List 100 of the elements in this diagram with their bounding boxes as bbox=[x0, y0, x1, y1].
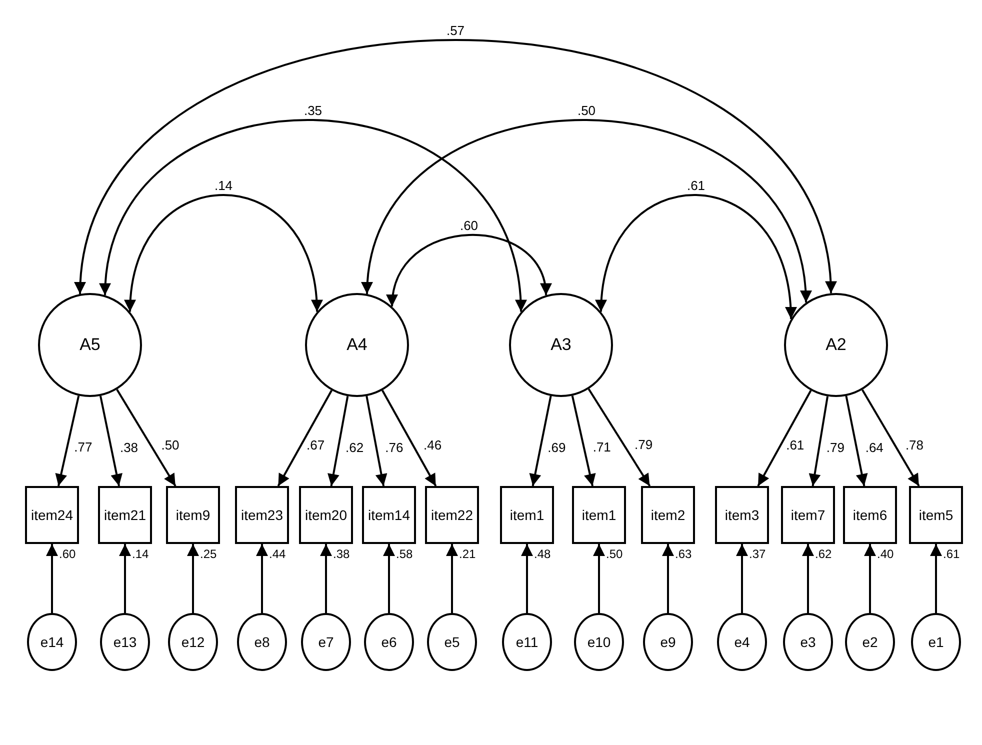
edge-label: .62 bbox=[346, 440, 364, 455]
error-variable-circle: e4 bbox=[717, 613, 767, 671]
arrow bbox=[256, 544, 268, 613]
error-variable-circle: e7 bbox=[301, 613, 351, 671]
squared-correlation-label: .61 bbox=[943, 547, 960, 561]
edge-label: .61 bbox=[686, 178, 706, 193]
arrow bbox=[100, 396, 122, 486]
arrow bbox=[116, 388, 176, 487]
edge-label: .79 bbox=[634, 437, 653, 452]
arrow bbox=[736, 544, 748, 613]
error-variable-circle: e13 bbox=[100, 613, 150, 671]
indicator-box: item9 bbox=[166, 486, 220, 544]
edge-label: .64 bbox=[865, 440, 884, 455]
squared-correlation-label: .62 bbox=[815, 547, 832, 561]
error-variable-circle: e12 bbox=[168, 613, 218, 671]
indicator-box: item21 bbox=[98, 486, 152, 544]
arrow bbox=[571, 396, 596, 486]
arrow bbox=[328, 396, 349, 486]
squared-correlation-label: .50 bbox=[606, 547, 623, 561]
arrow bbox=[366, 396, 388, 486]
error-variable-circle: e11 bbox=[502, 613, 552, 671]
arrow bbox=[864, 544, 876, 613]
indicator-box: item20 bbox=[299, 486, 353, 544]
edge-label: .50 bbox=[577, 103, 596, 118]
error-variable-circle: e5 bbox=[427, 613, 477, 671]
squared-correlation-label: .25 bbox=[200, 547, 217, 561]
indicator-box: item1 bbox=[500, 486, 554, 544]
squared-correlation-label: .60 bbox=[59, 547, 76, 561]
edge-label: .38 bbox=[120, 440, 138, 455]
error-variable-circle: e14 bbox=[27, 613, 77, 671]
squared-correlation-label: .44 bbox=[269, 547, 286, 561]
indicator-box: item7 bbox=[781, 486, 835, 544]
arrow bbox=[757, 390, 812, 486]
error-variable-circle: e9 bbox=[643, 613, 693, 671]
edge-label: .50 bbox=[161, 437, 180, 452]
double-headed-arrow bbox=[388, 234, 550, 307]
edge-label: .71 bbox=[592, 440, 611, 455]
arrow bbox=[446, 544, 458, 613]
indicator-box: item22 bbox=[425, 486, 479, 544]
arrow bbox=[55, 396, 80, 486]
arrow bbox=[277, 390, 332, 486]
error-variable-circle: e8 bbox=[237, 613, 287, 671]
squared-correlation-label: .48 bbox=[534, 547, 551, 561]
arrow bbox=[862, 389, 920, 486]
arrow bbox=[845, 396, 868, 486]
double-headed-arrow bbox=[100, 119, 526, 312]
arrow bbox=[662, 544, 674, 613]
error-variable-circle: e6 bbox=[364, 613, 414, 671]
squared-correlation-label: .38 bbox=[333, 547, 350, 561]
edge-label: .67 bbox=[306, 438, 325, 453]
edge-label: .69 bbox=[548, 440, 566, 455]
arrow bbox=[46, 544, 58, 613]
indicator-box: item2 bbox=[641, 486, 695, 544]
edge-label: .61 bbox=[786, 438, 804, 453]
edge-label: .79 bbox=[826, 440, 844, 455]
latent-variable-circle: A4 bbox=[305, 293, 409, 397]
edge-label: .78 bbox=[905, 437, 924, 452]
indicator-box: item1 bbox=[572, 486, 626, 544]
error-variable-circle: e2 bbox=[845, 613, 895, 671]
edge-label: .46 bbox=[424, 438, 442, 453]
latent-variable-circle: A3 bbox=[509, 293, 613, 397]
error-variable-circle: e3 bbox=[783, 613, 833, 671]
squared-correlation-label: .40 bbox=[877, 547, 894, 561]
latent-variable-circle: A5 bbox=[38, 293, 142, 397]
arrow bbox=[529, 396, 552, 486]
squared-correlation-label: .37 bbox=[749, 547, 766, 561]
edge-label: .57 bbox=[446, 23, 465, 38]
edge-label: .76 bbox=[385, 440, 404, 455]
squared-correlation-label: .21 bbox=[459, 547, 476, 561]
double-headed-arrow bbox=[76, 39, 835, 294]
squared-correlation-label: .14 bbox=[132, 547, 149, 561]
indicator-box: item23 bbox=[235, 486, 289, 544]
arrow bbox=[593, 544, 605, 613]
arrow bbox=[588, 388, 651, 487]
arrow bbox=[119, 544, 131, 613]
edge-label: .35 bbox=[304, 103, 322, 118]
indicator-box: item5 bbox=[909, 486, 963, 544]
double-headed-arrow bbox=[596, 194, 796, 320]
arrow bbox=[930, 544, 942, 613]
error-variable-circle: e1 bbox=[911, 613, 961, 671]
indicator-box: item24 bbox=[25, 486, 79, 544]
arrow bbox=[382, 390, 437, 486]
edge-label: .14 bbox=[214, 178, 233, 193]
double-headed-arrow bbox=[125, 194, 322, 312]
edge-label: .77 bbox=[74, 440, 92, 455]
error-variable-circle: e10 bbox=[574, 613, 624, 671]
arrow bbox=[320, 544, 332, 613]
arrow bbox=[187, 544, 199, 613]
arrow bbox=[808, 396, 829, 486]
latent-variable-circle: A2 bbox=[784, 293, 888, 397]
edge-label: .60 bbox=[460, 218, 478, 233]
indicator-box: item14 bbox=[362, 486, 416, 544]
squared-correlation-label: .63 bbox=[675, 547, 692, 561]
squared-correlation-label: .58 bbox=[396, 547, 413, 561]
double-headed-arrow bbox=[363, 119, 810, 303]
arrow bbox=[383, 544, 395, 613]
arrow bbox=[521, 544, 533, 613]
arrow bbox=[802, 544, 814, 613]
indicator-box: item6 bbox=[843, 486, 897, 544]
indicator-box: item3 bbox=[715, 486, 769, 544]
